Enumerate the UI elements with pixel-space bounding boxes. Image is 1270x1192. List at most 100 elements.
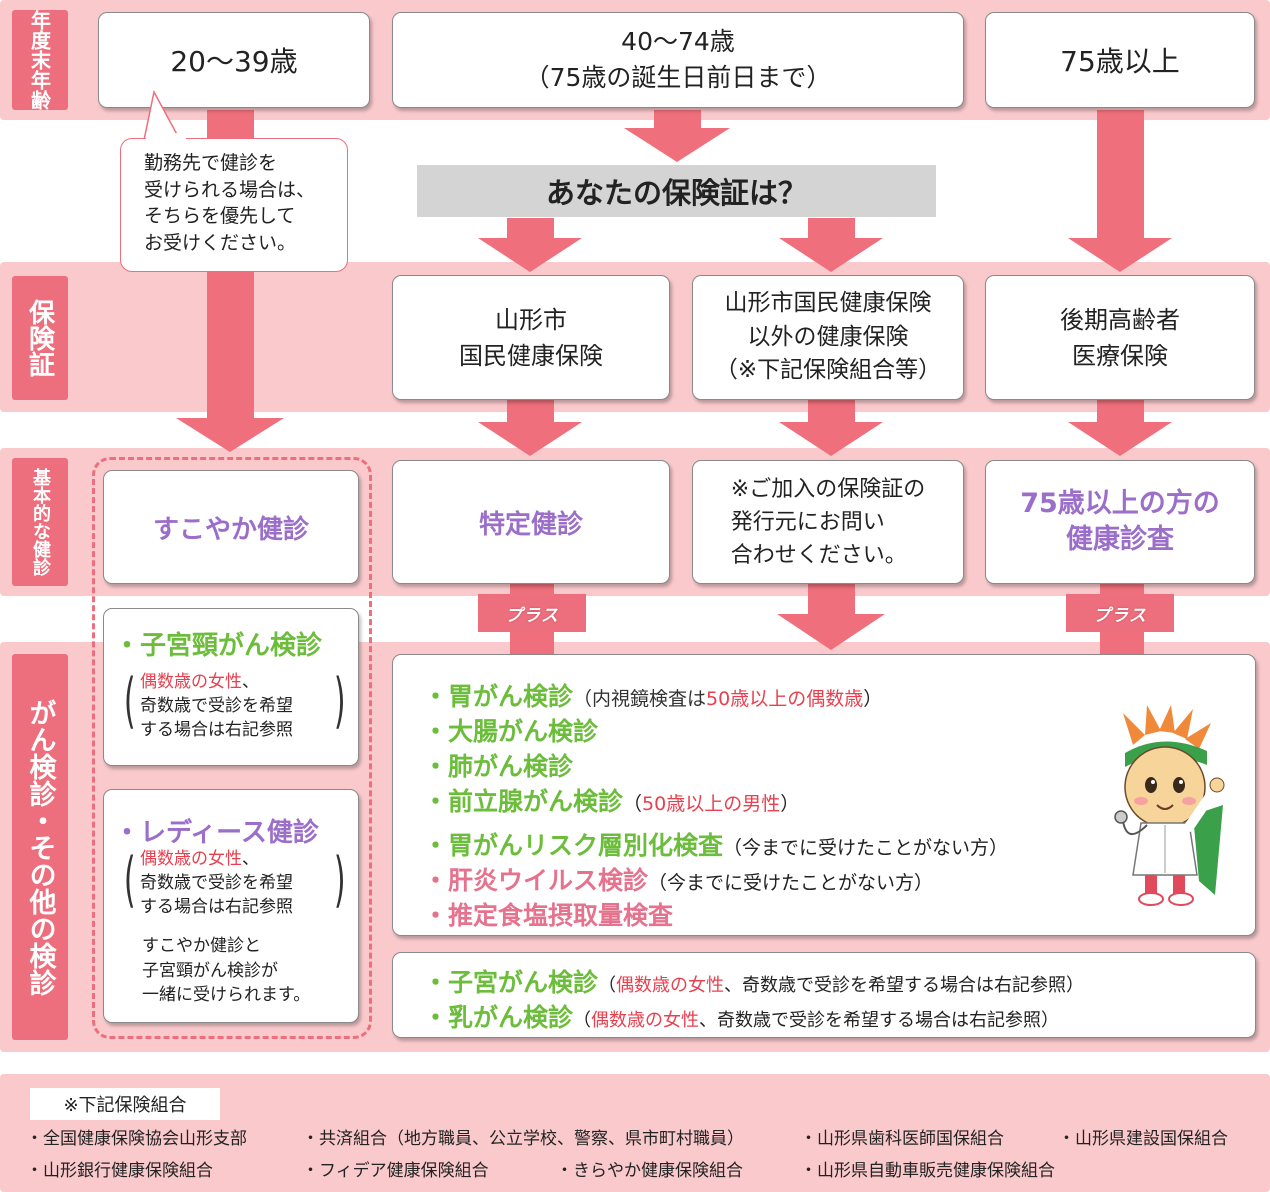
ladies-paren-left: ( [123, 845, 136, 915]
age-box-20-39: 20〜39歳 [98, 12, 370, 108]
stomach-note-c: ） [863, 688, 883, 710]
arrow-q-left [478, 218, 582, 272]
question-bar: あなたの保険証は？ [417, 165, 936, 217]
arrow-inquire-down [777, 584, 885, 650]
sukoyaka-text: すこやか健診 [152, 514, 309, 545]
ladies-title: ・レディース健診 [114, 818, 319, 848]
footer-row2-item3: ・きらやか健康保険組合 [556, 1161, 743, 1181]
ladies-even-female: 偶数歳の女性 [140, 849, 242, 869]
footer-row1-item3: ・山形県歯科医師国保組合 [800, 1129, 1004, 1149]
footer-row1-item2: ・共済組合（地方職員、公立学校、警察、県市町村職員） [302, 1129, 744, 1149]
inquire-text: ※ご加入の保険証の 発行元にお問い 合わせください。 [730, 476, 926, 568]
insurance-box-elderly: 後期高齢者 医療保険 [985, 275, 1255, 400]
arrow-middle-down [624, 110, 730, 162]
ladies-box: ・レディース健診 ( ) 偶数歳の女性、 奇数歳で受診を希望 する場合は右記参照… [103, 789, 359, 1023]
cervical-note: 偶数歳の女性、 奇数歳で受診を希望 する場合は右記参照 [140, 671, 293, 742]
risk-label: ・胃がんリスク層別化検査 [423, 831, 724, 860]
age-old-text: 75歳以上 [1060, 45, 1180, 78]
uterine-note-rest: 、奇数歳で受診を希望する場合は右記参照） [724, 975, 1085, 996]
insurance-elderly-text: 後期高齢者 医療保険 [1060, 305, 1180, 370]
stomach-note-b: 50歳以上の偶数歳 [706, 688, 864, 710]
callout-tail-cover [146, 133, 186, 141]
age-middle-text: 40〜74歳 （75歳の誕生日前日まで） [524, 26, 832, 92]
mascot-doctor-illustration [1114, 705, 1225, 906]
ladies-comma: 、 [242, 849, 259, 869]
footer-row2-item1: ・山形銀行健康保険組合 [26, 1161, 213, 1181]
age-young-text: 20〜39歳 [170, 45, 298, 78]
question-text: あなたの保険証は？ [545, 176, 807, 210]
arrow-elderly-down [1068, 400, 1172, 456]
footer-row1-item4: ・山形県建設国保組合 [1058, 1129, 1228, 1149]
combo-note: すこやか健診と 子宮頸がん検診が 一緒に受けられます。 [142, 936, 311, 1006]
callout-box [120, 138, 348, 272]
exam-row-hepatitis: ・肝炎ウイルス検診（今までに受けたことがない方） [423, 861, 933, 897]
insurance-city-text: 山形市 国民健康保険 [459, 305, 603, 370]
over75-text: 75歳以上の方の 健康診査 [1020, 487, 1220, 555]
cervical-odd-line2: する場合は右記参照 [140, 719, 293, 740]
women-exams-box: ・子宮がん検診（偶数歳の女性、奇数歳で受診を希望する場合は右記参照） ・乳がん検… [392, 952, 1256, 1038]
side-label-basic: 基本的な健診 [12, 458, 68, 586]
exam-row-prostate: ・前立腺がん検診（50歳以上の男性） [423, 782, 799, 818]
callout-text: 勤務先で健診を 受けられる場合は、 そちらを優先して お受けください。 [144, 152, 316, 254]
arrow-old-down [1068, 110, 1172, 272]
cervical-odd-line1: 奇数歳で受診を希望 [140, 695, 293, 716]
ladies-odd-line1: 奇数歳で受診を希望 [140, 872, 293, 893]
cervical-even-female: 偶数歳の女性 [140, 672, 242, 692]
footer-title-box: ※下記保険組合 [30, 1088, 220, 1120]
insurance-box-city: 山形市 国民健康保険 [392, 275, 670, 400]
left-column-dashed-frame [92, 457, 372, 1039]
arrow-q-right [779, 218, 883, 272]
footer-row2-item4: ・山形県自動車販売健康保険組合 [800, 1161, 1055, 1181]
uterine-note-open: （ [598, 975, 617, 996]
cervical-box: ・子宮頸がん検診 ( ) 偶数歳の女性、 奇数歳で受診を希望 する場合は右記参照 [103, 608, 359, 766]
hepatitis-label: ・肝炎ウイルス検診 [423, 866, 649, 895]
breast-note-rest: 、奇数歳で受診を希望する場合は右記参照） [699, 1010, 1060, 1031]
risk-note: （今までに受けたことがない方） [723, 837, 1009, 859]
footer-row2-item2: ・フィデア健康保険組合 [302, 1161, 489, 1181]
exam-row-colon: ・大腸がん検診 [423, 717, 599, 746]
basic-box-over75: 75歳以上の方の 健康診査 [985, 460, 1255, 584]
plus-badge-tokutei: プラス [478, 594, 586, 632]
insurance-other-text: 山形市国民健康保険 以外の健康保険 （※下記保険組合等） [714, 290, 942, 384]
cervical-paren-right: ) [333, 666, 346, 736]
uterine-label: ・子宮がん検診 [423, 968, 599, 997]
plus-badge-over75: プラス [1066, 594, 1174, 632]
breast-note-even: 偶数歳の女性 [591, 1010, 700, 1031]
breast-note-open: （ [573, 1010, 592, 1031]
stomach-label: ・胃がん検診 [423, 682, 574, 711]
main-exams-box: ・胃がん検診（内視鏡検査は50歳以上の偶数歳） ・大腸がん検診 ・肺がん検診 ・… [392, 654, 1256, 936]
ladies-odd-line2: する場合は右記参照 [140, 896, 293, 917]
cervical-comma: 、 [242, 672, 259, 692]
cervical-paren-left: ( [123, 666, 136, 736]
arrow-city-down [478, 400, 582, 456]
breast-label: ・乳がん検診 [423, 1003, 574, 1032]
prostate-label: ・前立腺がん検診 [423, 787, 624, 816]
insurance-box-other: 山形市国民健康保険 以外の健康保険 （※下記保険組合等） [692, 275, 964, 400]
stomach-note-a: （内視鏡検査は [573, 688, 707, 710]
exam-row-stomach: ・胃がん検診（内視鏡検査は50歳以上の偶数歳） [423, 677, 882, 713]
arrow-young-down [176, 110, 284, 452]
tokutei-text: 特定健診 [478, 509, 583, 540]
footer-title: ※下記保険組合 [63, 1095, 187, 1116]
exam-row-risk: ・胃がんリスク層別化検査（今までに受けたことがない方） [423, 826, 1008, 862]
side-label-cancer: がん検診・その他の検診 [12, 654, 68, 1040]
hepatitis-note: （今までに受けたことがない方） [648, 872, 934, 894]
side-label-insurance: 保険証 [12, 276, 68, 400]
exam-row-breast: ・乳がん検診（偶数歳の女性、奇数歳で受診を希望する場合は右記参照） [423, 998, 1059, 1034]
basic-box-sukoyaka: すこやか健診 [103, 470, 359, 584]
age-box-40-74: 40〜74歳 （75歳の誕生日前日まで） [392, 12, 964, 108]
basic-box-inquire: ※ご加入の保険証の 発行元にお問い 合わせください。 [692, 460, 964, 584]
side-label-age: 年度末年齢 [12, 10, 68, 110]
uterine-note-even: 偶数歳の女性 [616, 975, 725, 996]
cervical-title: ・子宮頸がん検診 [114, 631, 323, 661]
exam-row-lung: ・肺がん検診 [423, 752, 574, 781]
ladies-paren-right: ) [333, 845, 346, 915]
prostate-note-b: 50歳以上の男性 [642, 793, 781, 815]
ladies-note: 偶数歳の女性、 奇数歳で受診を希望 する場合は右記参照 [140, 848, 293, 919]
arrow-other-down [779, 400, 883, 456]
prostate-note-a: （ [623, 793, 643, 815]
basic-box-tokutei: 特定健診 [392, 460, 670, 584]
footer-row1-item1: ・全国健康保険協会山形支部 [26, 1129, 247, 1149]
prostate-note-c: ） [780, 793, 800, 815]
age-box-75plus: 75歳以上 [985, 12, 1255, 108]
